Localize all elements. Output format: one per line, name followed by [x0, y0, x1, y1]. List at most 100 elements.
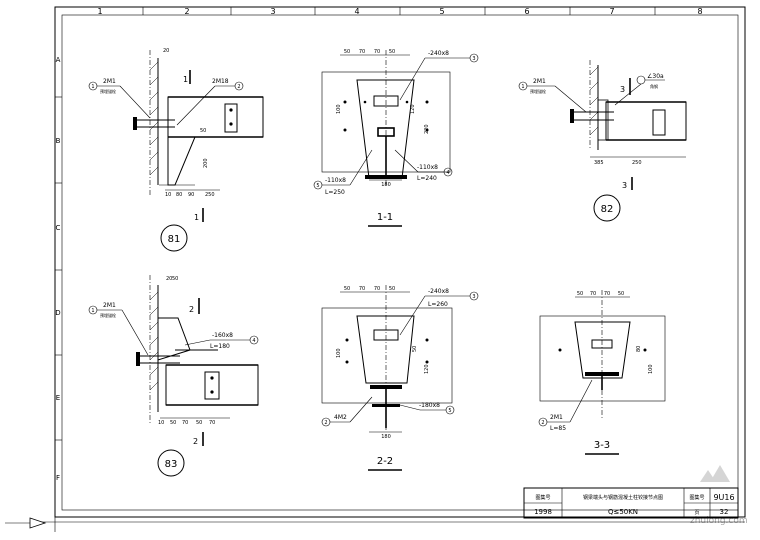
s33-bolt: 2M1 [550, 414, 563, 421]
s22-plate-bottom-no: 5 [448, 408, 451, 414]
direction-arrow [29, 517, 47, 529]
d81-callout-bolt: 2M1 [103, 78, 116, 85]
s22-title: 2-2 [377, 456, 393, 467]
section-2-2: 50 70 70 50 100 50 120 180 -240x8 L=260 … [321, 285, 479, 471]
s11-title: 1-1 [377, 212, 393, 223]
s22-plate-top-len: L=260 [428, 301, 448, 308]
d83-plate-no: 4 [252, 338, 255, 344]
grid-col-8: 8 [697, 7, 702, 16]
grid-columns: 1 2 3 4 5 6 7 8 [97, 7, 703, 16]
d83-section-bottom: 2 [193, 437, 198, 446]
d83-callout-bolt-no: 1 [91, 308, 94, 314]
grid-row-a: A [56, 56, 61, 64]
s22-plate-top: -240x8 [428, 288, 449, 295]
grid-col-3: 3 [270, 7, 275, 16]
s11-bottom-dim: 180 [381, 182, 391, 188]
grid-col-2: 2 [184, 7, 189, 16]
tb-label-atlas: 图集号 [689, 494, 704, 501]
watermark: zhulong.com [690, 465, 748, 526]
tb-drawing-title: 钢梁端头与钢筋混凝土柱铰接节点图 [583, 494, 663, 501]
grid-row-d: D [55, 309, 60, 317]
grid-rows: A B C D E F [55, 56, 62, 482]
s11-plate-right-len: L=240 [417, 175, 437, 182]
d83-plate-len: L=180 [210, 343, 230, 350]
s33-bolt-len: L=85 [550, 425, 566, 432]
d82-detail-bubble [593, 194, 621, 222]
s11-plate-right: -110x8 [417, 164, 438, 171]
d83-callout-bolt-note: 预埋锚栓 [100, 312, 116, 318]
s11-plate-top-no: 3 [472, 56, 475, 62]
s11-plate-left-no: 5 [316, 183, 319, 189]
s22-top-dim-2: 70 [359, 286, 365, 292]
detail-83: 10 50 70 50 70 20 50 1 2M1 预埋锚栓 -160x8 L… [88, 275, 259, 477]
d83-dim-70b: 70 [209, 420, 215, 426]
s11-plate-top: -240x8 [428, 50, 449, 57]
s11-plate-left-len: L=250 [325, 189, 345, 196]
d81-dim-10: 10 [165, 192, 171, 198]
d82-dim-385: 385 [594, 160, 604, 166]
grid-col-7: 7 [609, 7, 614, 16]
s33-side-dim-2: 100 [648, 364, 654, 374]
s22-bolt-no: 2 [324, 420, 327, 426]
s22-plate-top-no: 3 [472, 294, 475, 300]
detail-81: 10 80 90 250 20 50 200 1 2M1 预埋锚栓 2M18 2… [88, 48, 264, 252]
d83-detail-bubble [157, 449, 185, 477]
section-3-3: 50 70 70 50 80 100 2 2M1 L=85 3-3 [538, 290, 666, 455]
tb-label-year: 图集号 [535, 494, 550, 501]
s22-top-dim-3: 70 [374, 286, 380, 292]
s11-top-dim-4: 50 [389, 49, 395, 55]
d81-dim-90: 90 [188, 192, 194, 198]
tb-year: 1998 [534, 508, 552, 516]
grid-col-5: 5 [439, 7, 444, 16]
s22-top-dim-1: 50 [344, 286, 350, 292]
tb-atlas: 9U16 [713, 493, 734, 502]
s33-top-dim-3: 70 [604, 291, 610, 297]
d82-callout-3: ∠30a [647, 73, 664, 80]
d81-dim-50: 50 [200, 128, 206, 134]
s22-bolt: 4M2 [334, 414, 347, 421]
tb-label-page: 页 [694, 510, 699, 516]
s22-top-dim-4: 50 [389, 286, 395, 292]
s33-top-dim-4: 50 [618, 291, 624, 297]
d83-dim-10: 10 [158, 420, 164, 426]
d83-section-top: 2 [189, 305, 194, 314]
tb-subtitle: Q≤50KN [608, 508, 638, 516]
d82-callout-bolt: 2M1 [533, 78, 546, 85]
d82-callout-3-note: 角钢 [650, 83, 658, 89]
grid-row-f: F [56, 474, 60, 482]
d83-callout-bolt: 2M1 [103, 302, 116, 309]
section-1-1: 50 70 70 50 100 120 220 180 -240x8 3 5 -… [313, 49, 479, 227]
s33-side-dim-1: 80 [636, 346, 642, 352]
d81-dim-200: 200 [203, 158, 209, 168]
grid-col-4: 4 [354, 7, 359, 16]
watermark-text: zhulong.com [690, 516, 748, 526]
s11-side-dim-1: 100 [336, 104, 342, 114]
s11-side-dim-3: 220 [424, 124, 430, 134]
d81-number: 81 [168, 234, 181, 245]
s11-top-dim-1: 50 [344, 49, 350, 55]
title-block: 图集号 1998 钢梁端头与钢筋混凝土柱铰接节点图 Q≤50KN 图集号 9U1… [523, 487, 739, 519]
s11-plate-right-no: 4 [446, 170, 449, 176]
s33-top-dim-1: 50 [577, 291, 583, 297]
d81-callout-2: 2M18 [212, 78, 229, 85]
s22-side-dim-3: 120 [424, 364, 430, 374]
d83-dim-50: 50 [172, 276, 178, 282]
s22-bottom-dim: 180 [381, 434, 391, 440]
s22-side-dim-1: 100 [336, 348, 342, 358]
d83-dim-50b: 50 [196, 420, 202, 426]
d81-section-bottom: 1 [194, 213, 199, 222]
grid-row-e: E [56, 394, 60, 402]
d81-detail-bubble [160, 224, 188, 252]
s22-side-dim-2: 50 [412, 346, 418, 352]
d83-dim-50a: 50 [170, 420, 176, 426]
s11-top-dim-2: 70 [359, 49, 365, 55]
inner-frame [61, 14, 739, 511]
d81-section-top: 1 [183, 75, 188, 84]
s22-plate-bottom: -180x8 [419, 402, 440, 409]
d81-callout-bolt-no: 1 [91, 84, 94, 90]
d82-callout-bolt-no: 1 [521, 84, 524, 90]
s33-title: 3-3 [594, 440, 610, 451]
grid-row-c: C [56, 224, 61, 232]
d83-plate: -160x8 [212, 332, 233, 339]
